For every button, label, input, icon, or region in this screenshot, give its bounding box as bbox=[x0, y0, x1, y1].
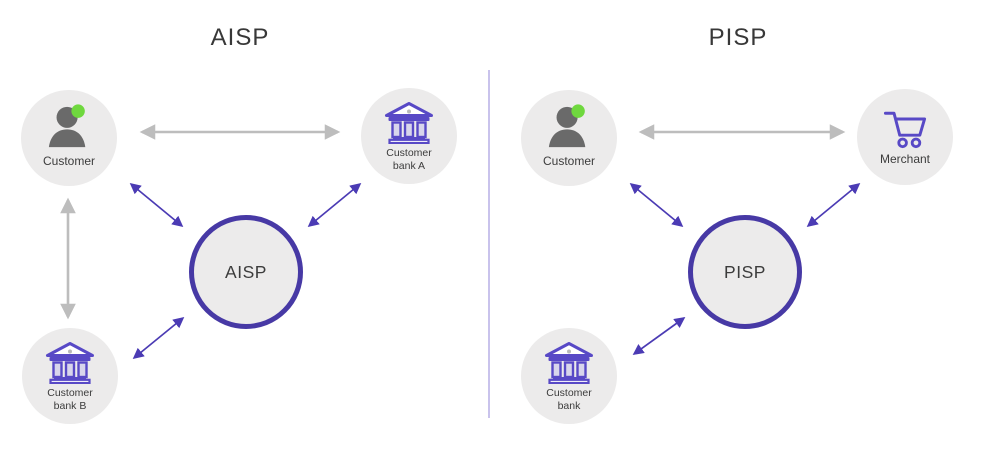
pisp-panel-title: PISP bbox=[708, 24, 768, 51]
node-label: Customer bbox=[542, 154, 595, 168]
online-status-dot bbox=[571, 104, 585, 118]
pisp-merchant-node: Merchant bbox=[857, 89, 953, 185]
aisp-customer-bank-b-node: Customer bank B bbox=[22, 328, 118, 424]
person-icon bbox=[48, 104, 86, 148]
pisp-hub-circle: PISP bbox=[688, 215, 802, 329]
aisp-customer-bank-a-node: Customer bank A bbox=[361, 88, 457, 184]
pisp-customer-bank-node: Customer bank bbox=[521, 328, 617, 424]
bank-icon bbox=[385, 102, 433, 144]
bank-icon bbox=[46, 342, 94, 384]
cart-icon bbox=[883, 111, 927, 149]
pisp-customer-node: Customer bbox=[521, 90, 617, 186]
hub-label: PISP bbox=[724, 261, 766, 282]
arrow-customer-aisp bbox=[129, 182, 184, 228]
node-label: Customer bank B bbox=[47, 387, 93, 412]
aisp-panel-title: AISP bbox=[210, 24, 270, 51]
node-label: Merchant bbox=[879, 152, 931, 166]
aisp-customer-node: Customer bbox=[21, 90, 117, 186]
hub-label: AISP bbox=[225, 261, 267, 282]
node-label: Customer bbox=[42, 154, 95, 168]
person-icon bbox=[548, 104, 586, 148]
online-status-dot bbox=[71, 104, 85, 118]
panel-divider bbox=[488, 70, 490, 418]
arrow-bank-a-aisp bbox=[307, 182, 362, 228]
bank-icon bbox=[545, 342, 593, 384]
arrow-customer-pisp bbox=[629, 182, 684, 228]
node-label: Customer bank bbox=[546, 387, 592, 412]
arrow-customer-bank-pisp bbox=[632, 317, 686, 355]
node-label: Customer bank A bbox=[386, 147, 432, 172]
arrow-bank-b-aisp bbox=[132, 316, 185, 360]
arrow-merchant-pisp bbox=[806, 182, 861, 228]
aisp-hub-circle: AISP bbox=[189, 215, 303, 329]
